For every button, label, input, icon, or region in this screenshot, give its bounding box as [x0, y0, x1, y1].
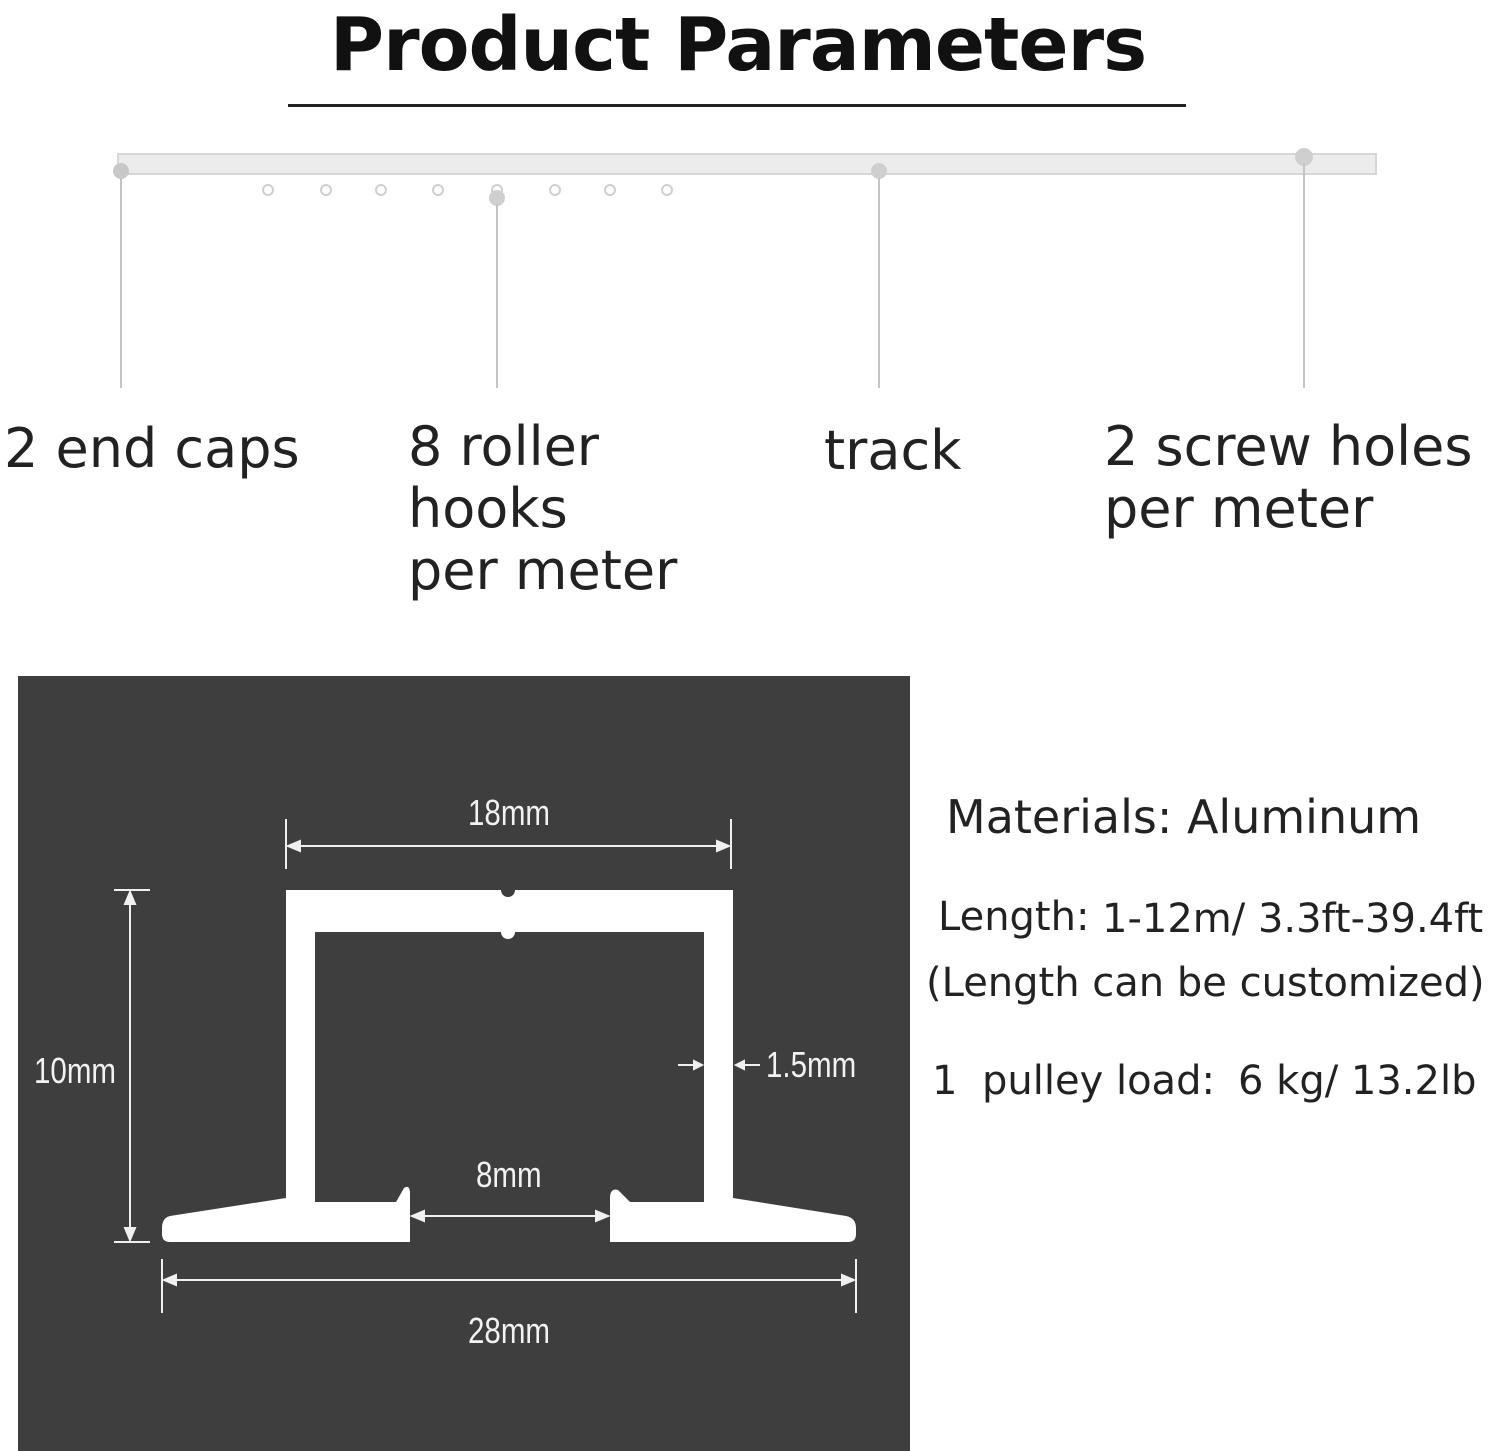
spec-pulley-label: pulley load: [982, 1058, 1215, 1104]
spec-pulley-count: 1 [932, 1058, 958, 1104]
track-rail [117, 153, 1377, 175]
dim-wall-thickness: 1.5mm [766, 1044, 857, 1085]
label-roller-hooks-1: 8 roller [408, 415, 600, 478]
roller-hook [375, 184, 387, 196]
roller-hook [491, 184, 503, 196]
leader-lines [120, 164, 1305, 388]
spec-length-note: (Length can be customized) [926, 960, 1485, 1006]
top-notch [501, 883, 515, 897]
roller-hook [661, 184, 673, 196]
label-track: track [824, 419, 962, 482]
spec-materials: Materials: Aluminum [946, 790, 1422, 844]
label-roller-hooks-3: per meter [408, 539, 678, 602]
roller-hook [432, 184, 444, 196]
dim-slot-width: 8mm [476, 1154, 542, 1195]
roller-hook-marker [489, 190, 505, 206]
spec-pulley-value: 6 kg/ 13.2lb [1238, 1058, 1477, 1104]
label-roller-hooks-2: hooks [408, 477, 568, 540]
label-screw-holes-2: per meter [1104, 477, 1374, 540]
roller-hook [320, 184, 332, 196]
roller-hook [604, 184, 616, 196]
dim-height: 10mm [34, 1050, 117, 1091]
roller-hook [262, 184, 274, 196]
roller-hook [549, 184, 561, 196]
inner-notch [501, 925, 515, 939]
dim-top-width: 18mm [468, 792, 551, 833]
track-illustration [113, 148, 1377, 388]
dim-base-width: 28mm [468, 1310, 551, 1351]
label-end-caps: 2 end caps [4, 417, 300, 480]
track-profile-shape [162, 890, 856, 1242]
spec-length-value: 1-12m/ 3.3ft-39.4ft [1102, 896, 1484, 942]
end-cap-left [113, 163, 129, 179]
roller-hooks [262, 184, 673, 196]
track-marker [871, 163, 887, 179]
label-screw-holes-1: 2 screw holes [1104, 415, 1473, 478]
page-title: Product Parameters [329, 2, 1147, 88]
spec-length-label: Length: [938, 894, 1090, 940]
profile-cross-section [114, 819, 857, 1313]
profile-panel: 18mm 10mm 1.5mm 8mm 28mm [18, 676, 910, 1451]
title-underline [288, 104, 1186, 107]
screw-hole-marker [1295, 148, 1313, 166]
